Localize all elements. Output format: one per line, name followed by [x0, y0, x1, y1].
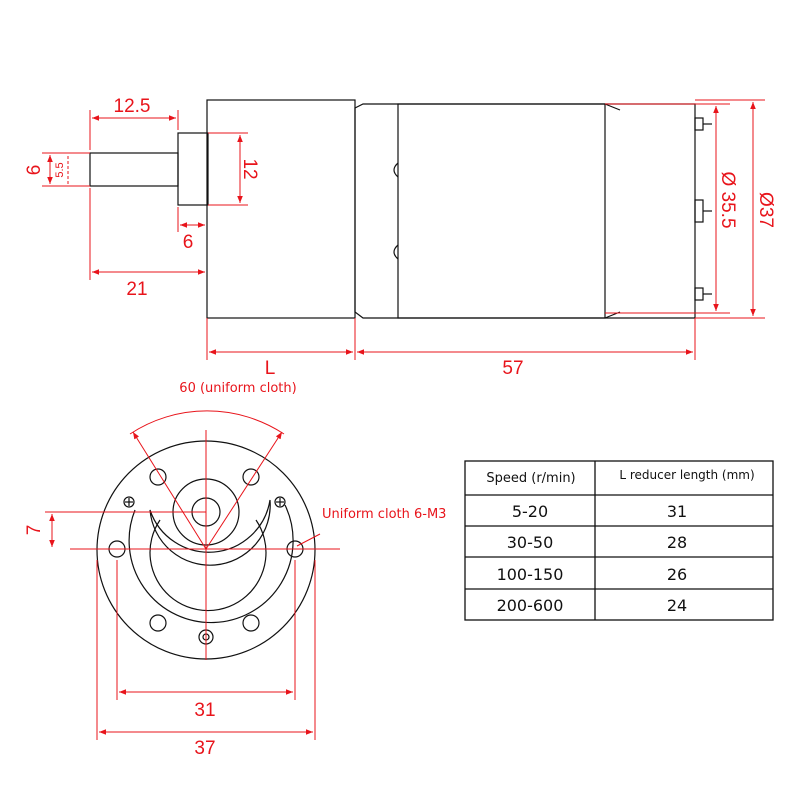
header-speed: Speed (r/min): [486, 471, 575, 486]
mount-hole-5: [149, 614, 167, 632]
dim-motor-dia: Ø 35.5: [717, 171, 738, 228]
vent-bottom: [393, 244, 399, 260]
motor-label-band: [397, 103, 606, 319]
dim-outer-dia: 37: [194, 738, 215, 759]
row-4-speed: 200-600: [497, 596, 564, 615]
row-1-length: 31: [667, 502, 687, 521]
holes-note: Uniform cloth 6-M3: [322, 507, 446, 522]
front-dimensions: 60 (uniform cloth) Uniform cloth 6-M3 7 …: [24, 381, 446, 759]
row-3-length: 26: [667, 565, 687, 584]
row-2-speed: 30-50: [507, 533, 554, 552]
screw-top-left: [123, 496, 135, 508]
header-length: L reducer length (mm): [619, 468, 754, 482]
dim-flat: 5.5: [54, 162, 66, 177]
dim-total-front: 21: [126, 279, 147, 300]
dim-boss-len: 6: [183, 232, 194, 253]
terminal-center: [694, 199, 704, 223]
dim-motor-len: 57: [502, 358, 523, 379]
row-4-length: 24: [667, 596, 687, 615]
dim-hole-span: 31: [194, 700, 215, 721]
dim-gearbox-dia: Ø37: [755, 192, 776, 228]
angle-arc: [129, 410, 285, 435]
row-2-length: 28: [667, 533, 687, 552]
terminal-top: [694, 117, 704, 131]
dim-offset: 7: [24, 525, 45, 536]
side-dimensions: 12.5 6 5.5 12 6 21 L 57 Ø 35.5: [24, 96, 776, 379]
inner-arc-inner: [149, 519, 267, 612]
shaft-boss: [177, 132, 209, 206]
terminal-bottom: [694, 287, 704, 301]
crescent-recess: [149, 499, 271, 566]
dim-shaft-length: 12.5: [114, 96, 151, 117]
mount-hole-2: [242, 468, 260, 486]
dim-shaft-dia: 6: [24, 165, 45, 176]
mount-hole-6: [242, 614, 260, 632]
mount-hole-1: [149, 468, 167, 486]
speed-length-table: Speed (r/min) L reducer length (mm) 5-20…: [464, 460, 774, 621]
vent-top: [393, 162, 399, 178]
dim-gearbox-len: L: [265, 358, 276, 379]
row-3-speed: 100-150: [497, 565, 564, 584]
angle-note: 60 (uniform cloth): [179, 381, 296, 396]
screw-top-right: [274, 496, 286, 508]
output-shaft: [89, 152, 179, 187]
dim-boss-dia: 12: [239, 158, 260, 179]
row-1-speed: 5-20: [512, 502, 548, 521]
inner-arc-outer: [128, 504, 294, 624]
motor-can: [354, 103, 696, 319]
side-view: [89, 99, 712, 319]
